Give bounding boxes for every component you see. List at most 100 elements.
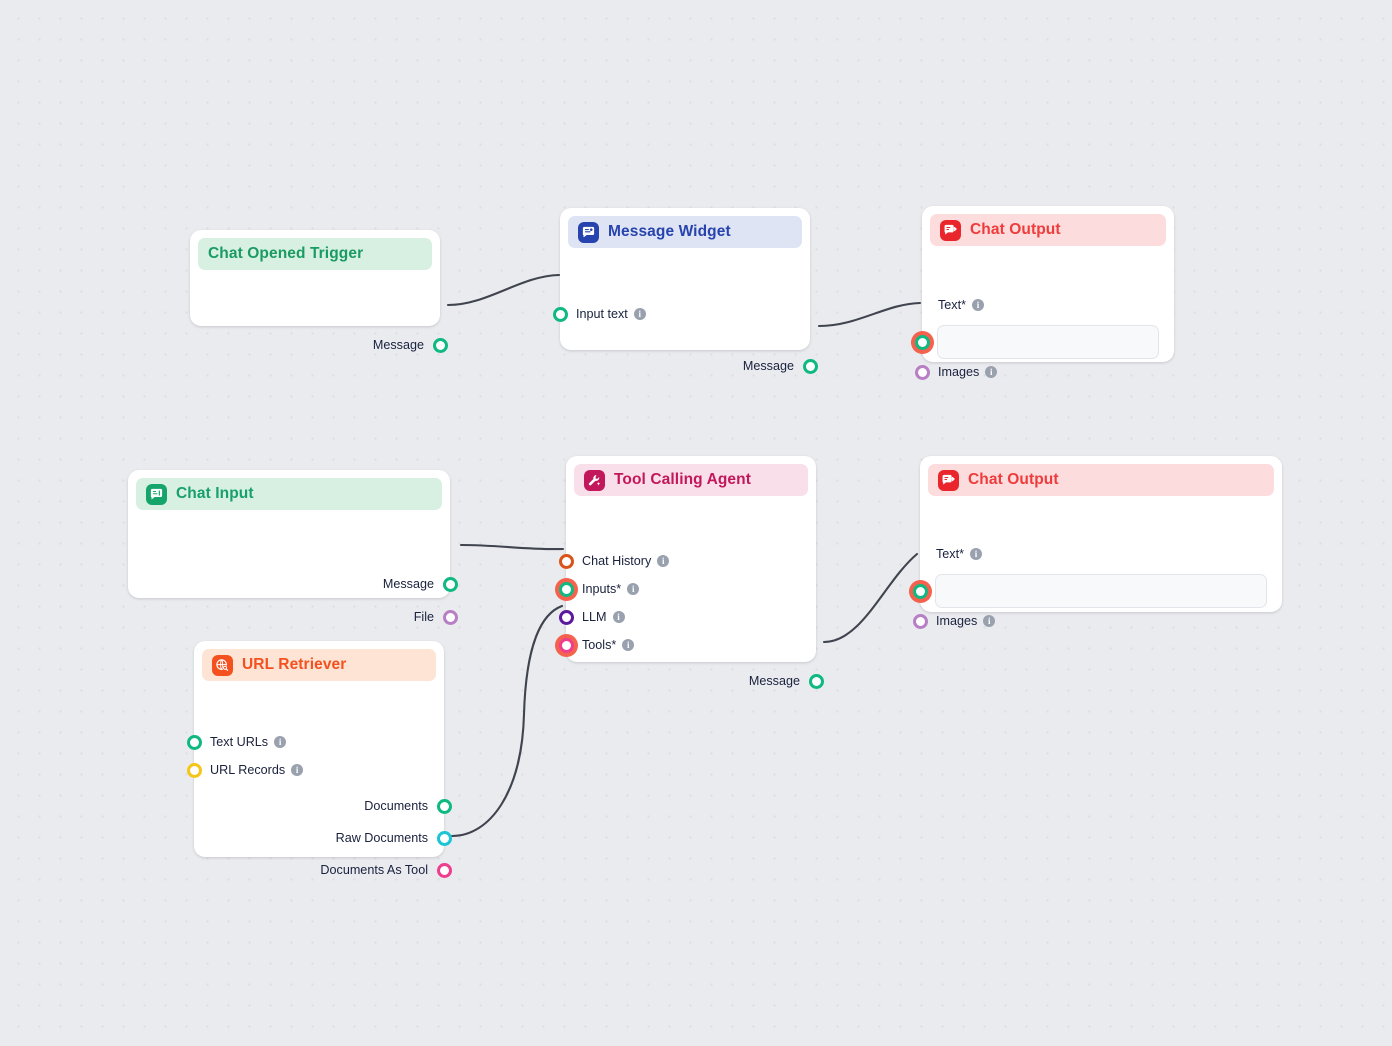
- edge-chatinput-to-agent[interactable]: [459, 543, 565, 551]
- port-handle[interactable]: [808, 673, 824, 689]
- port-inner: [558, 637, 574, 653]
- output-port-row[interactable]: Documents As Tool: [320, 862, 428, 878]
- node-header[interactable]: Message Widget: [568, 216, 802, 248]
- globe-search-icon: [212, 654, 233, 676]
- info-icon[interactable]: i: [274, 736, 287, 748]
- node-title: URL Retriever: [242, 656, 347, 673]
- port-label: Text URLs: [210, 735, 269, 749]
- output-port-row[interactable]: Message: [749, 673, 800, 689]
- node-title: Message Widget: [608, 223, 731, 240]
- port-handle[interactable]: [186, 734, 202, 750]
- port-handle[interactable]: [442, 609, 458, 625]
- port-handle[interactable]: [914, 364, 930, 380]
- port-label: LLM: [582, 610, 607, 624]
- info-icon[interactable]: i: [657, 555, 670, 567]
- output-port-row[interactable]: Raw Documents: [336, 830, 428, 846]
- port-inner: [912, 583, 928, 599]
- input-port-row[interactable]: Inputs* i: [582, 581, 640, 597]
- port-handle[interactable]: [802, 358, 818, 374]
- port-handle[interactable]: [910, 330, 934, 354]
- node-header[interactable]: Chat Output: [930, 214, 1166, 246]
- info-icon[interactable]: i: [970, 548, 982, 560]
- port-label: File: [413, 610, 434, 624]
- info-icon[interactable]: i: [622, 639, 635, 651]
- port-label: Raw Documents: [335, 831, 428, 845]
- message-sparkle-icon: [578, 221, 599, 243]
- port-handle[interactable]: [558, 553, 574, 569]
- chat-input-icon: [146, 483, 167, 505]
- port-label: Tools*: [582, 638, 617, 652]
- node-header[interactable]: URL Retriever: [202, 649, 436, 681]
- port-handle[interactable]: [442, 576, 458, 592]
- output-port-row[interactable]: Message: [383, 576, 434, 592]
- output-port-row[interactable]: Message: [373, 337, 424, 353]
- chat-output-icon: [938, 469, 959, 491]
- port-handle[interactable]: [436, 830, 452, 846]
- node-title: Chat Opened Trigger: [208, 245, 364, 262]
- info-icon[interactable]: i: [633, 308, 646, 320]
- edge-agent-to-output2[interactable]: [822, 552, 919, 644]
- port-label: Message: [372, 338, 424, 352]
- port-handle[interactable]: [552, 306, 568, 322]
- node-title: Tool Calling Agent: [614, 471, 751, 488]
- port-handle[interactable]: [436, 798, 452, 814]
- field-label-text: Text*: [938, 298, 966, 312]
- port-inner: [914, 334, 930, 350]
- node-title: Chat Output: [970, 221, 1061, 238]
- output-port-row[interactable]: Message: [743, 358, 794, 374]
- input-port-row[interactable]: Tools* i: [582, 637, 635, 653]
- node-header[interactable]: Chat Opened Trigger: [198, 238, 432, 270]
- port-handle[interactable]: [908, 579, 932, 603]
- edge-retriever-to-agent-tools[interactable]: [450, 604, 564, 838]
- port-handle[interactable]: [554, 577, 578, 601]
- port-handle[interactable]: [186, 762, 202, 778]
- info-icon[interactable]: i: [627, 583, 640, 595]
- text-input[interactable]: [935, 574, 1267, 608]
- info-icon[interactable]: i: [972, 299, 984, 311]
- port-handle[interactable]: [558, 609, 574, 625]
- info-icon[interactable]: i: [985, 366, 998, 378]
- input-port-row[interactable]: URL Records i: [210, 762, 304, 778]
- output-port-row[interactable]: File: [414, 609, 434, 625]
- edge-widget-to-output1[interactable]: [817, 301, 922, 328]
- port-label: Message: [748, 674, 800, 688]
- input-port-row[interactable]: Text URLs i: [210, 734, 287, 750]
- wrench-sparkle-icon: [584, 469, 605, 491]
- port-inner: [558, 581, 574, 597]
- port-label: Images: [936, 614, 978, 628]
- port-label: URL Records: [210, 763, 286, 777]
- edge-trigger-to-widget[interactable]: [446, 273, 561, 307]
- node-title: Chat Output: [968, 471, 1059, 488]
- port-handle[interactable]: [554, 633, 578, 657]
- port-label: Documents: [364, 799, 428, 813]
- node-header[interactable]: Chat Input: [136, 478, 442, 510]
- port-handle[interactable]: [912, 613, 928, 629]
- text-input[interactable]: [937, 325, 1159, 359]
- port-label: Inputs*: [582, 582, 622, 596]
- info-icon[interactable]: i: [291, 764, 304, 776]
- field-label: Text*i: [936, 547, 982, 561]
- info-icon[interactable]: i: [612, 611, 625, 623]
- port-handle[interactable]: [436, 862, 452, 878]
- port-label: Message: [742, 359, 794, 373]
- info-icon[interactable]: i: [983, 615, 996, 627]
- input-port-row[interactable]: LLM i: [582, 609, 625, 625]
- port-handle[interactable]: [432, 337, 448, 353]
- node-header[interactable]: Tool Calling Agent: [574, 464, 808, 496]
- port-label: Images: [938, 365, 980, 379]
- output-port-row[interactable]: Documents: [364, 798, 428, 814]
- node-header[interactable]: Chat Output: [928, 464, 1274, 496]
- field-label: Text* i: [938, 298, 984, 312]
